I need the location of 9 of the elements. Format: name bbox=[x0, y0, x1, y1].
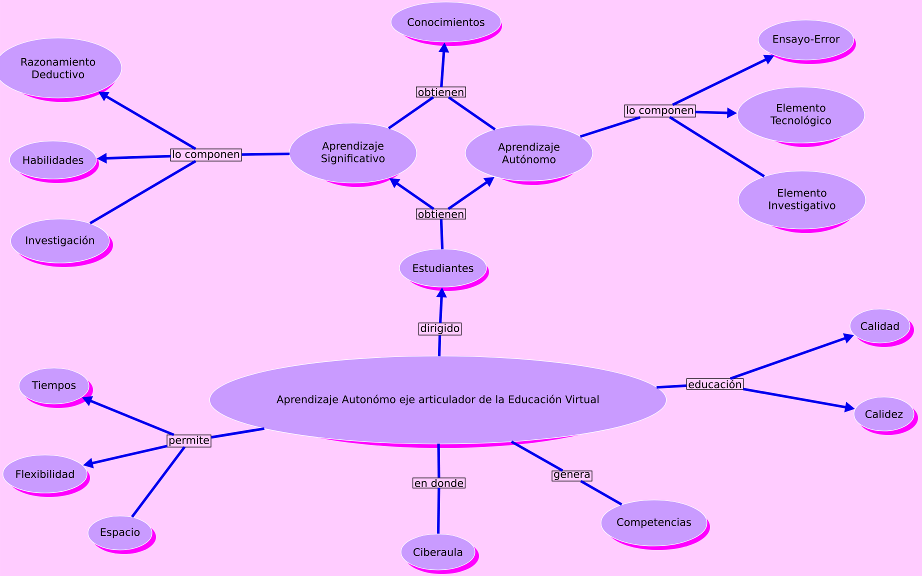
linking-phrase: obtienen bbox=[416, 86, 466, 98]
linking-phrase: educación bbox=[686, 378, 744, 390]
linking-phrase: permite bbox=[166, 434, 212, 448]
linking-phrase: lo componen bbox=[624, 104, 696, 118]
linking-phrase: lo componen bbox=[170, 148, 242, 162]
linking-phrase: genera bbox=[552, 470, 592, 482]
linking-phrase: obtienen bbox=[416, 208, 466, 220]
linking-phrase: en donde bbox=[412, 478, 466, 488]
linking-phrase: dirigido bbox=[418, 322, 462, 336]
